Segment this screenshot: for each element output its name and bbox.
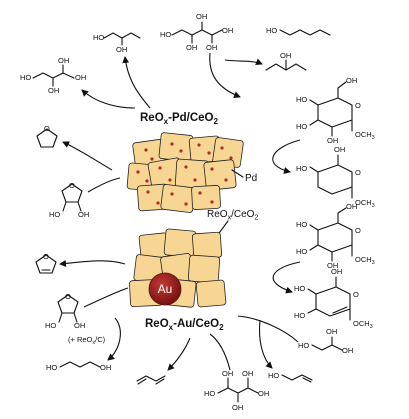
butadiene-molecule bbox=[136, 375, 166, 385]
au-catalyst-cluster: Au bbox=[129, 228, 227, 308]
methyl-dihydropyranoside: OH HO HO O OCH3 bbox=[294, 267, 373, 330]
svg-text:HO: HO bbox=[204, 389, 215, 398]
svg-text:OH: OH bbox=[232, 403, 243, 412]
svg-text:OH: OH bbox=[186, 43, 197, 52]
svg-text:HO: HO bbox=[294, 311, 305, 320]
dihydrofuran-molecule: O bbox=[35, 252, 57, 274]
svg-text:OH: OH bbox=[326, 327, 337, 336]
svg-text:O: O bbox=[69, 181, 75, 190]
pd-catalyst-title: ReOx-Pd/CeO2 bbox=[140, 112, 218, 126]
erythritol-bottom-molecule: HO OH OH OH OH bbox=[204, 369, 269, 412]
au-catalyst-title: ReOx-Au/CeO2 bbox=[145, 318, 224, 332]
svg-text:OH: OH bbox=[196, 12, 207, 21]
allyl-alcohol-molecule: HO bbox=[268, 371, 313, 383]
svg-text:OH: OH bbox=[346, 76, 357, 85]
thf-molecule: O bbox=[36, 124, 58, 148]
svg-text:OH: OH bbox=[48, 86, 59, 95]
methyl-pyranoside-3: OH HO HO OH O OCH3 bbox=[296, 202, 375, 270]
svg-text:OCH3: OCH3 bbox=[355, 130, 375, 141]
svg-text:OH: OH bbox=[327, 261, 338, 270]
erythritol-molecule: HO OH OH OH bbox=[20, 56, 86, 95]
xylitol-molecule: HO OH OH OH OH bbox=[160, 12, 233, 52]
svg-text:O: O bbox=[65, 292, 71, 301]
svg-text:OCH3: OCH3 bbox=[355, 198, 375, 209]
svg-text:O: O bbox=[355, 101, 361, 110]
svg-text:HO: HO bbox=[160, 30, 171, 39]
svg-text:HO: HO bbox=[93, 33, 104, 42]
svg-text:OH: OH bbox=[334, 145, 345, 154]
pd-nanoparticles bbox=[136, 142, 233, 206]
svg-text:OH: OH bbox=[100, 363, 111, 372]
svg-text:OH: OH bbox=[346, 202, 357, 211]
anhydroerythritol-au-molecule: O HO OH bbox=[45, 292, 85, 330]
svg-text:OH: OH bbox=[331, 267, 342, 276]
svg-text:OCH3: OCH3 bbox=[355, 255, 375, 266]
butanediol-molecule: HO OH bbox=[93, 32, 141, 54]
svg-text:OH: OH bbox=[116, 45, 127, 54]
au-nanoparticle bbox=[148, 272, 182, 306]
svg-text:OH: OH bbox=[327, 136, 338, 145]
svg-text:OH: OH bbox=[342, 346, 353, 355]
svg-text:O: O bbox=[355, 226, 361, 235]
reaction-arrows bbox=[59, 52, 301, 371]
svg-text:HO: HO bbox=[294, 284, 305, 293]
svg-text:OH: OH bbox=[242, 369, 253, 378]
svg-text:OH: OH bbox=[74, 321, 85, 330]
svg-text:HO: HO bbox=[296, 122, 307, 131]
support-label: ReOx/CeO2 bbox=[207, 209, 258, 222]
svg-text:HO: HO bbox=[296, 220, 307, 229]
pd-catalyst-cluster bbox=[126, 132, 244, 213]
svg-text:OH: OH bbox=[222, 369, 233, 378]
svg-text:HO: HO bbox=[296, 95, 307, 104]
svg-text:HO: HO bbox=[46, 363, 57, 372]
reox-c-note: (+ ReOx/C) bbox=[68, 335, 106, 346]
svg-text:O: O bbox=[43, 252, 49, 261]
svg-text:HO: HO bbox=[298, 341, 309, 350]
svg-text:OH: OH bbox=[258, 389, 269, 398]
svg-text:OH: OH bbox=[206, 43, 217, 52]
svg-text:O: O bbox=[355, 168, 361, 177]
svg-text:O: O bbox=[353, 290, 359, 299]
svg-text:HO: HO bbox=[49, 210, 60, 219]
svg-text:HO: HO bbox=[268, 371, 279, 380]
pentanol-molecule: HO bbox=[266, 26, 331, 36]
au-label: Au bbox=[158, 282, 173, 296]
svg-text:HO: HO bbox=[296, 164, 307, 173]
svg-text:OCH3: OCH3 bbox=[353, 319, 373, 330]
pd-label: Pd bbox=[245, 173, 257, 184]
svg-text:OH: OH bbox=[78, 210, 89, 219]
svg-text:HO: HO bbox=[45, 321, 56, 330]
svg-text:O: O bbox=[44, 124, 50, 133]
svg-text:HO: HO bbox=[266, 26, 277, 35]
svg-text:HO: HO bbox=[20, 73, 31, 82]
svg-text:OH: OH bbox=[280, 51, 291, 60]
methyl-pyranoside-1: OH HO HO OH O OCH3 bbox=[296, 76, 375, 145]
svg-text:OH: OH bbox=[75, 73, 86, 82]
svg-text:HO: HO bbox=[296, 247, 307, 256]
svg-text:OH: OH bbox=[58, 56, 69, 65]
methyl-pyranoside-2: OH HO O OCH3 bbox=[296, 145, 375, 209]
glycerol-molecule: HO OH OH bbox=[298, 327, 353, 355]
anhydroerythritol-pd-molecule: O HO OH bbox=[49, 181, 89, 219]
3-pentanol-molecule: OH bbox=[265, 51, 307, 71]
svg-text:OH: OH bbox=[222, 26, 233, 35]
butanediol-14-molecule: HO OH bbox=[46, 361, 111, 372]
